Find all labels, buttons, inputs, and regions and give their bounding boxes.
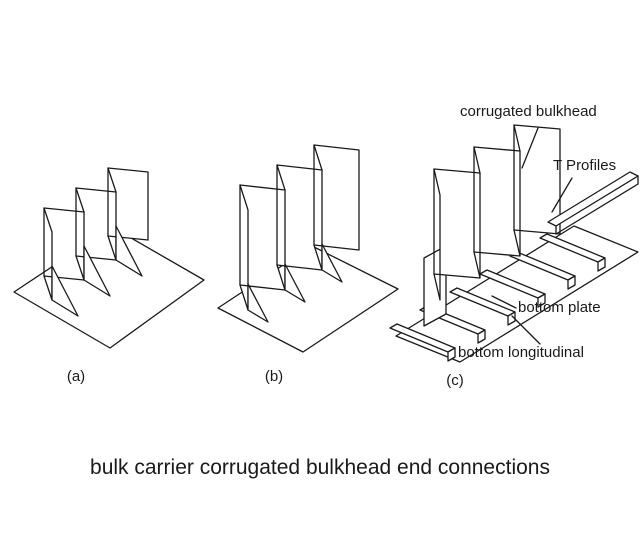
leader-bottom-longitudinal <box>511 315 541 345</box>
corrugation-b <box>239 144 360 311</box>
corrugation-a <box>43 167 149 301</box>
figure-label-c: (c) <box>446 372 464 389</box>
leader-corrugated-bulkhead <box>521 127 539 169</box>
diagram-b <box>217 144 399 353</box>
figure-caption: bulk carrier corrugated bulkhead end con… <box>90 456 550 479</box>
diagram-a <box>13 167 205 349</box>
corrugation-c <box>433 124 561 301</box>
diagram-c <box>389 124 639 363</box>
leader-lines <box>491 127 573 345</box>
bracket-b-3 <box>321 243 343 283</box>
bottom-plate-label: bottom plate <box>518 299 601 316</box>
bracket-a-1 <box>51 265 79 317</box>
bracket-a-2 <box>83 245 111 297</box>
bracket-a-3 <box>115 225 143 277</box>
corrugated-bulkhead-label: corrugated bulkhead <box>460 103 597 120</box>
t-profiles-label: T Profiles <box>553 157 617 174</box>
base-plate-c <box>395 225 639 363</box>
bracket-b-1 <box>247 283 269 323</box>
bracket-b-2 <box>284 263 306 303</box>
leader-t-profiles <box>551 177 573 213</box>
figure-label-b: (b) <box>264 368 284 385</box>
base-plate-b <box>217 245 399 353</box>
bottom-longitudinal-label: bottom longitudinal <box>458 344 584 361</box>
t-profile-beam <box>547 171 639 235</box>
figure-label-a: (a) <box>66 368 86 385</box>
leader-bottom-plate <box>491 295 517 309</box>
